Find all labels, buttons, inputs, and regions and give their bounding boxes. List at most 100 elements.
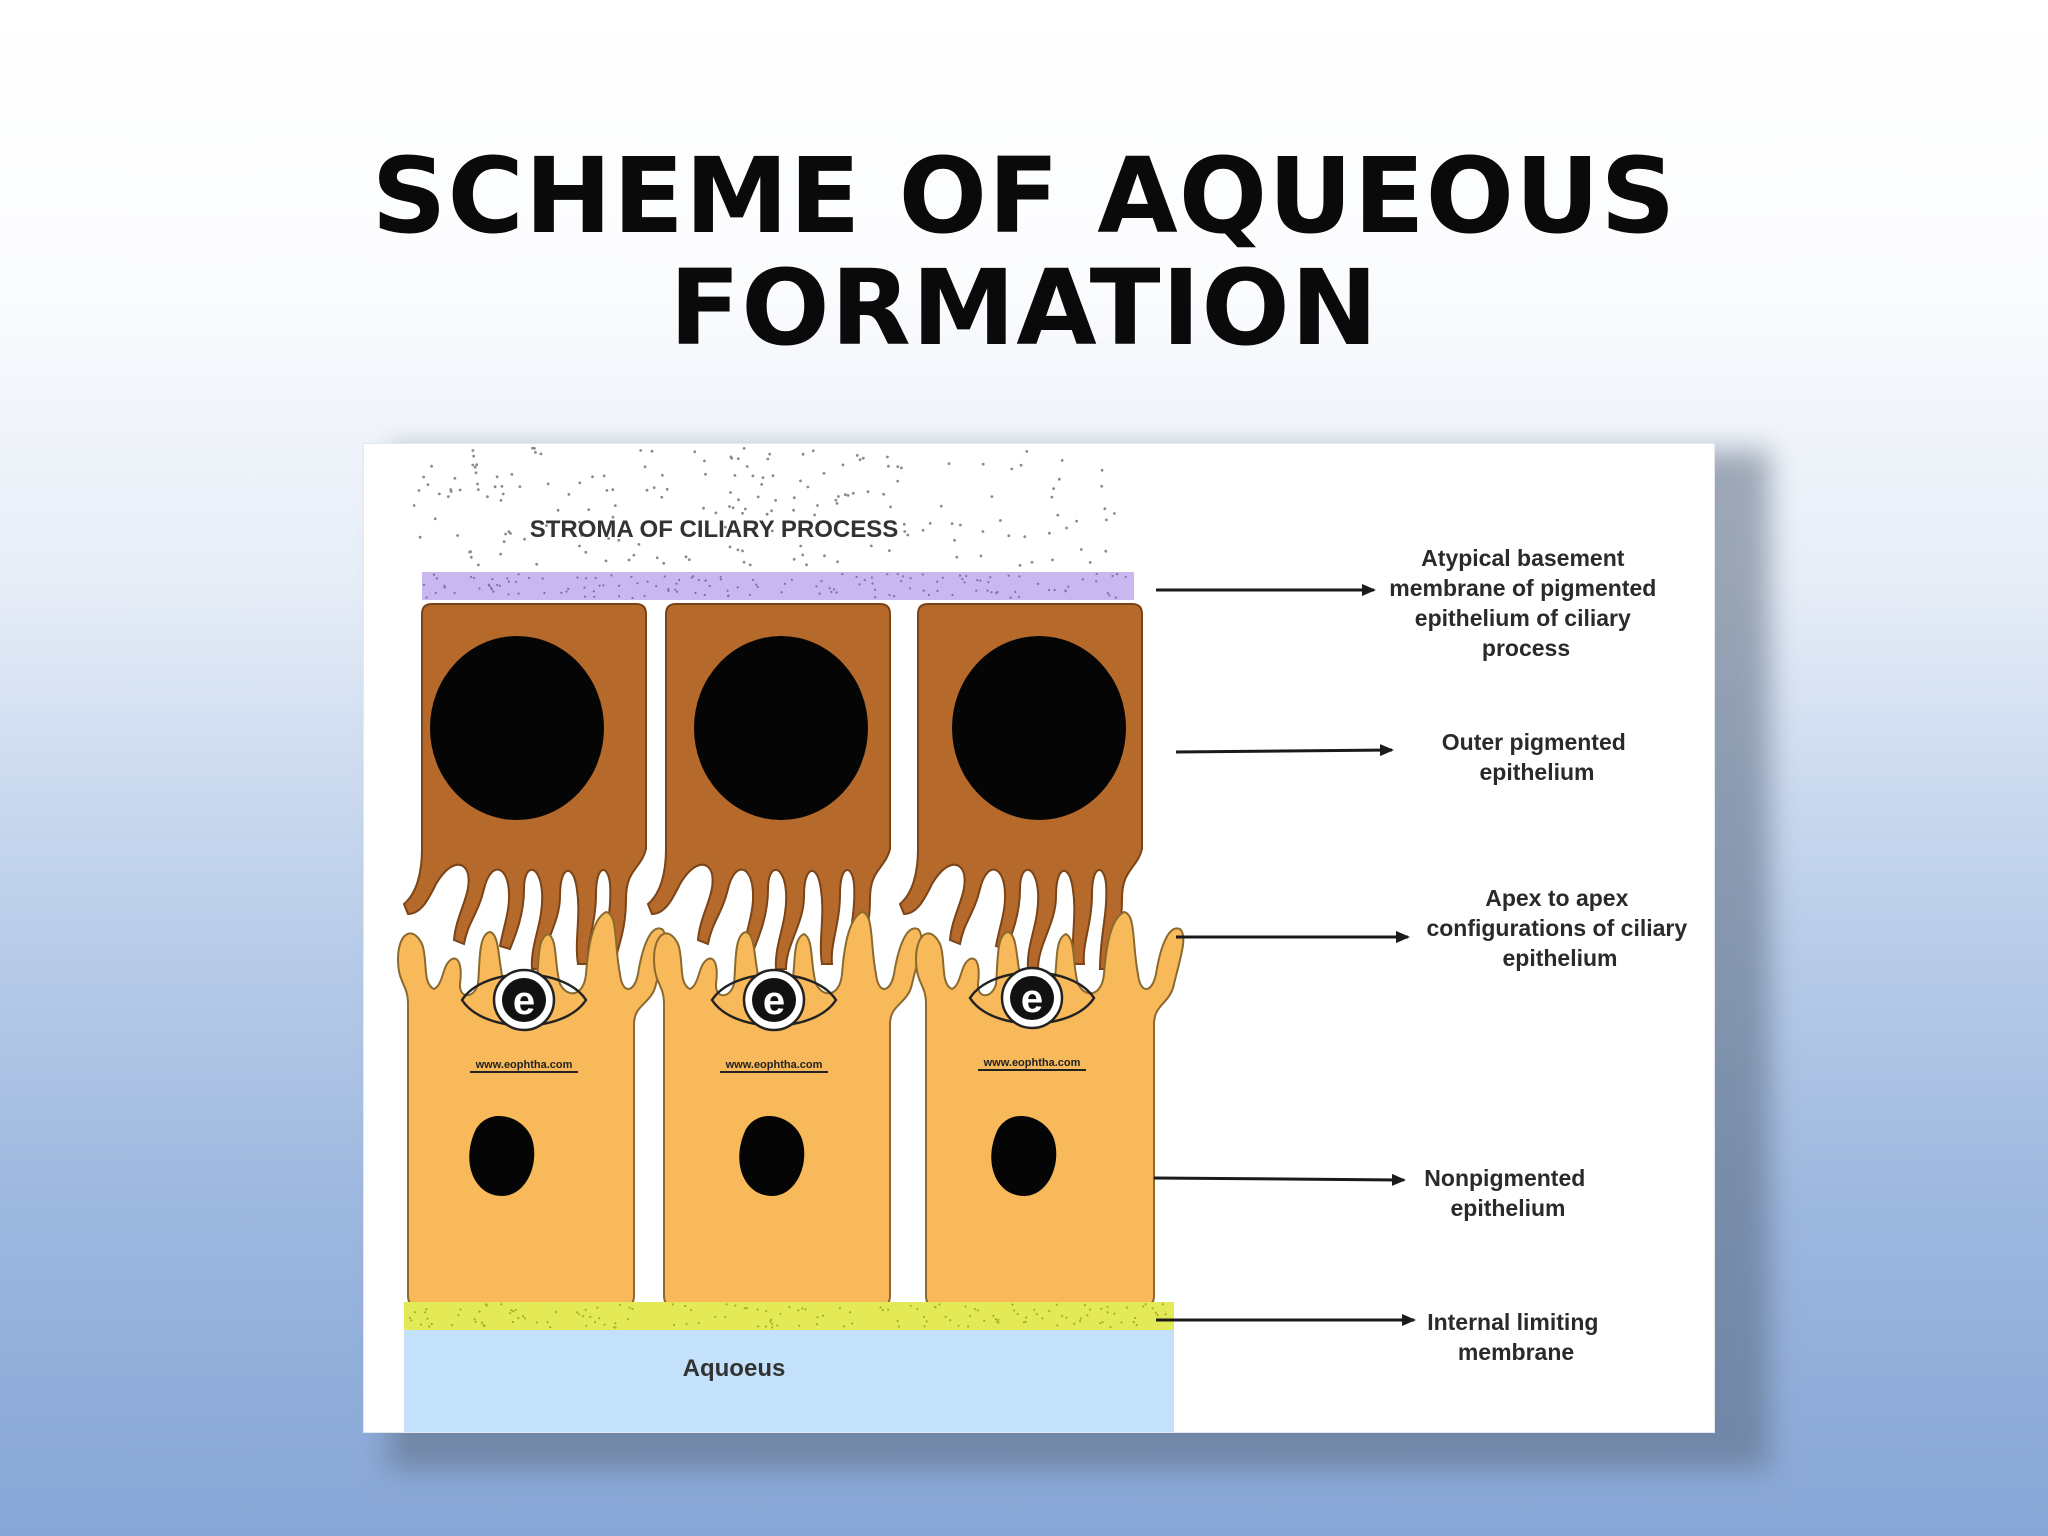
- speckle-dot: [976, 1309, 980, 1312]
- pigmented-cell-1: [402, 603, 647, 970]
- speckle-dot: [863, 578, 866, 582]
- speckle-dot: [896, 465, 900, 468]
- speckle-dot: [704, 472, 707, 476]
- speckle-dot: [602, 584, 605, 587]
- speckle-dot: [471, 463, 475, 467]
- speckle-dot: [822, 1314, 825, 1317]
- pigmented-cell-2: [646, 603, 891, 970]
- speckle-dot: [1100, 1307, 1103, 1310]
- speckle-dot: [1099, 1322, 1102, 1325]
- speckle-dot: [1022, 1321, 1026, 1324]
- speckle-dot: [887, 1308, 890, 1311]
- speckle-dot: [1100, 484, 1104, 488]
- speckle-dot: [430, 464, 433, 468]
- speckle-dot: [1086, 1314, 1089, 1317]
- pigmented-cell-3: [898, 603, 1143, 970]
- speckle-dot: [543, 592, 546, 595]
- speckle-dot: [578, 520, 581, 524]
- speckle-dot: [790, 578, 793, 581]
- speckle-dot: [1113, 512, 1116, 515]
- speckle-dot: [646, 580, 649, 583]
- speckle-dot: [1056, 513, 1060, 517]
- speckle-dot: [583, 586, 586, 589]
- speckle-dot: [997, 1318, 1000, 1321]
- speckle-dot: [1056, 1324, 1059, 1327]
- speckle-dot: [733, 474, 737, 477]
- speckle-dot: [916, 1307, 919, 1311]
- speckle-dot: [517, 592, 520, 595]
- speckle-dot: [652, 486, 656, 489]
- speckle-dot: [719, 578, 722, 581]
- speckle-dot: [1065, 1316, 1068, 1319]
- speckle-dot: [896, 573, 899, 576]
- speckle-dot: [866, 490, 870, 494]
- speckle-dot: [799, 544, 803, 548]
- speckle-dot: [714, 511, 718, 515]
- speckle-dot: [799, 479, 802, 483]
- speckle-dot: [546, 482, 550, 486]
- speckle-dot: [736, 586, 739, 589]
- speckle-dot: [474, 471, 478, 475]
- speckle-dot: [834, 524, 838, 528]
- speckle-dot: [493, 485, 497, 489]
- label-internal-limiting-membrane: Internal limiting membrane: [1427, 1309, 1605, 1365]
- speckle-dot: [719, 575, 722, 578]
- label-outer-pigmented-epithelium: Outer pigmented epithelium: [1442, 729, 1632, 785]
- speckle-dot: [1013, 1309, 1016, 1312]
- speckle-dot: [816, 1323, 819, 1326]
- speckle-dot: [858, 458, 862, 462]
- speckle-dot: [752, 578, 755, 582]
- speckle-dot: [727, 595, 730, 598]
- speckle-dot: [902, 522, 906, 526]
- speckle-dot: [592, 590, 595, 593]
- speckle-dot: [949, 1319, 952, 1322]
- speckle-dot: [1018, 575, 1021, 578]
- speckle-dot: [545, 524, 548, 527]
- speckle-dot: [816, 1316, 819, 1319]
- label-nonpigmented-epithelium: Nonpigmented epithelium: [1424, 1165, 1591, 1221]
- speckle-dot: [1035, 1313, 1038, 1316]
- speckle-dot: [874, 596, 877, 599]
- speckle-dot: [979, 554, 983, 558]
- speckle-dot: [501, 492, 505, 496]
- speckle-dot: [836, 560, 839, 564]
- speckle-dot: [636, 582, 639, 585]
- slide-title: SCHEME OF AQUEOUS FORMATION: [0, 140, 2048, 364]
- speckle-dot: [660, 495, 664, 499]
- speckle-dot: [1052, 487, 1055, 490]
- speckle-dot: [626, 1317, 630, 1320]
- speckle-dot: [957, 1324, 960, 1327]
- speckle-dot: [423, 1311, 427, 1314]
- speckle-dot: [1111, 574, 1114, 578]
- speckle-dot: [432, 573, 436, 576]
- speckle-dot: [1079, 1317, 1082, 1320]
- watermark-url: www.eophtha.com: [725, 1059, 823, 1071]
- limiting-membrane-dots: [408, 1303, 1167, 1329]
- speckle-dot: [832, 588, 836, 591]
- speckle-dot: [731, 506, 735, 510]
- speckle-dot: [478, 587, 481, 590]
- speckle-dot: [990, 591, 993, 594]
- speckle-dot: [801, 1307, 804, 1310]
- speckle-dot: [766, 457, 770, 461]
- arrow-outer-pigmented: [1175, 744, 1394, 757]
- speckle-dot: [897, 1325, 901, 1328]
- speckle-dot: [770, 1318, 773, 1321]
- speckle-dot: [514, 580, 518, 583]
- speckle-dot: [1156, 1314, 1159, 1317]
- speckle-dot: [1095, 572, 1098, 576]
- pigmented-cells: [402, 603, 1143, 970]
- speckle-dot: [1104, 549, 1108, 553]
- speckle-dot: [517, 573, 520, 576]
- speckle-dot: [507, 593, 510, 596]
- speckle-dot: [737, 498, 740, 502]
- label-apex-to-apex: Apex to apex configurations of ciliary e…: [1426, 885, 1693, 971]
- speckle-dot: [841, 573, 844, 576]
- speckle-dot: [742, 560, 746, 564]
- speckle-dot: [498, 584, 501, 587]
- speckle-dot: [690, 576, 693, 579]
- speckle-dot: [1025, 450, 1029, 453]
- speckle-dot: [903, 530, 907, 533]
- speckle-dot: [1033, 1308, 1036, 1311]
- speckle-dot: [900, 580, 903, 583]
